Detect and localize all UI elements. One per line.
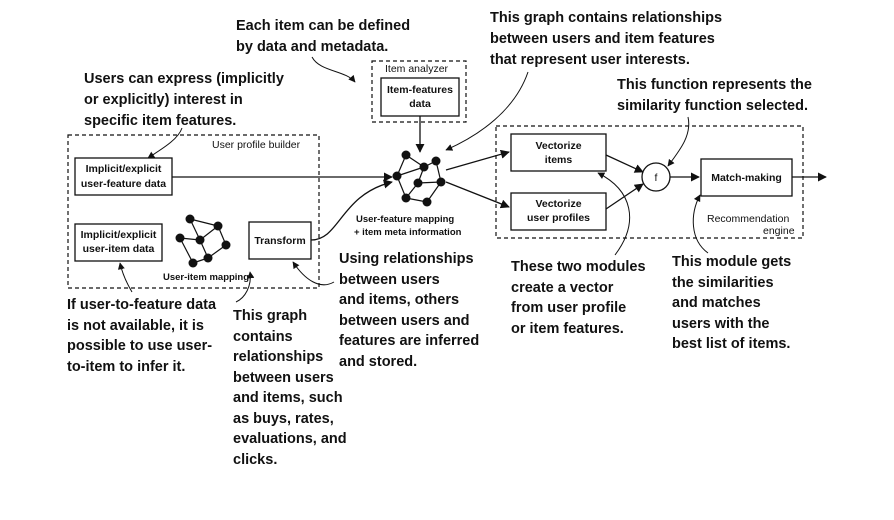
svg-text:clicks.: clicks. <box>233 452 277 468</box>
svg-text:Using relationships: Using relationships <box>339 251 474 267</box>
recommendation-engine-label-1: Recommendation <box>707 213 789 225</box>
vectorize-items-box <box>510 133 607 172</box>
arrow-vectorize-items-to-f <box>605 154 644 173</box>
transform-label: Transform <box>254 235 305 247</box>
svg-text:is not available, it is: is not available, it is <box>67 318 204 334</box>
match-making-box <box>700 158 793 197</box>
arrow-transform-to-graph <box>310 179 393 241</box>
user-feature-mapping-label-2: + item meta information <box>354 227 462 238</box>
user-item-mapping-label: User-item mapping <box>163 272 249 283</box>
callout-similarity-function <box>667 116 690 167</box>
svg-text:This module gets: This module gets <box>672 254 791 270</box>
arrow-graph-to-vectorize-items <box>445 149 510 171</box>
user-item-data-label-1: Implicit/explicit <box>81 229 157 241</box>
user-feature-data-label-1: Implicit/explicit <box>86 163 162 175</box>
svg-text:This graph contains relationsh: This graph contains relationships <box>490 10 722 26</box>
vectorize-users-label-1: Vectorize <box>535 198 581 210</box>
user-feature-data-label-2: user-feature data <box>81 178 166 190</box>
svg-text:or explicitly) interest in: or explicitly) interest in <box>84 92 243 108</box>
annotation-graph-users-features: This graph contains relationships betwee… <box>490 10 722 68</box>
svg-text:the similarities: the similarities <box>672 275 774 291</box>
annotation-users-express: Users can express (implicitly or explici… <box>84 71 284 129</box>
svg-text:between users: between users <box>339 272 440 288</box>
svg-text:Users can express (implicitly: Users can express (implicitly <box>84 71 284 87</box>
annotation-user-to-item: If user-to-feature data is not available… <box>67 297 217 375</box>
svg-text:and items, others: and items, others <box>339 292 459 308</box>
svg-text:features are inferred: features are inferred <box>339 333 479 349</box>
annotation-match-module: This module gets the similarities and ma… <box>672 254 791 352</box>
svg-text:or item features.: or item features. <box>511 321 624 337</box>
user-profile-builder-label: User profile builder <box>212 139 301 151</box>
svg-text:and matches: and matches <box>672 295 761 311</box>
svg-text:contains: contains <box>233 329 293 345</box>
user-feature-data-box <box>74 157 173 196</box>
svg-text:Each item can be defined: Each item can be defined <box>236 18 410 34</box>
vectorize-items-label-2: items <box>545 154 573 166</box>
svg-text:from user profile: from user profile <box>511 300 626 316</box>
item-analyzer-label: Item analyzer <box>385 63 449 75</box>
annotation-two-modules: These two modules create a vector from u… <box>511 259 646 337</box>
match-making-label: Match-making <box>711 172 782 184</box>
svg-text:These two modules: These two modules <box>511 259 646 275</box>
callout-user-to-item <box>117 262 133 293</box>
callout-users-express <box>147 127 183 159</box>
user-feature-mapping-label-1: User-feature mapping <box>356 214 454 225</box>
svg-text:between users and item feature: between users and item features <box>490 31 715 47</box>
vectorize-users-box <box>510 192 607 231</box>
callout-infer-relationships <box>292 261 335 286</box>
vectorize-users-label-2: user profiles <box>527 212 590 224</box>
svg-text:as buys, rates,: as buys, rates, <box>233 411 334 427</box>
svg-text:relationships: relationships <box>233 349 323 365</box>
svg-text:This graph: This graph <box>233 308 307 324</box>
user-item-data-box <box>74 223 163 262</box>
item-features-label-1: Item-features <box>387 84 453 96</box>
annotation-infer-relationships: Using relationships between users and it… <box>339 251 479 370</box>
annotation-similarity-function: This function represents the similarity … <box>617 77 812 114</box>
svg-text:to-item to infer it.: to-item to infer it. <box>67 359 185 375</box>
callout-graph-users-features <box>445 71 529 151</box>
svg-text:between users: between users <box>233 370 334 386</box>
user-profile-builder-group <box>67 134 320 289</box>
svg-text:This function represents the: This function represents the <box>617 77 812 93</box>
svg-text:evaluations, and: evaluations, and <box>233 431 347 447</box>
svg-text:and items, such: and items, such <box>233 390 343 406</box>
callout-item-defined <box>311 56 356 83</box>
transform-box <box>248 221 312 260</box>
annotation-item-defined: Each item can be defined by data and met… <box>236 18 410 55</box>
user-item-data-label-2: user-item data <box>83 243 155 255</box>
svg-text:users with the: users with the <box>672 316 770 332</box>
svg-text:similarity function selected.: similarity function selected. <box>617 98 808 114</box>
svg-text:between users and: between users and <box>339 313 470 329</box>
recommendation-engine-label-2: engine <box>763 225 795 237</box>
svg-text:that represent user interests.: that represent user interests. <box>490 52 690 68</box>
item-features-label-2: data <box>409 98 431 110</box>
similarity-function-label: f <box>655 172 658 184</box>
arrow-graph-to-vectorize-users <box>445 181 510 209</box>
svg-text:specific item features.: specific item features. <box>84 113 236 129</box>
svg-text:and stored.: and stored. <box>339 354 417 370</box>
svg-text:best list of items.: best list of items. <box>672 336 790 352</box>
svg-text:If user-to-feature data: If user-to-feature data <box>67 297 217 313</box>
callout-match-module <box>692 194 709 254</box>
user-feature-mapping-graph <box>392 150 446 207</box>
svg-text:create a vector: create a vector <box>511 280 614 296</box>
annotation-user-item-graph: This graph contains relationships betwee… <box>233 308 347 468</box>
callout-user-item-graph <box>235 271 255 303</box>
vectorize-items-label-1: Vectorize <box>535 140 581 152</box>
svg-text:by data and metadata.: by data and metadata. <box>236 39 388 55</box>
svg-text:possible to use user-: possible to use user- <box>67 338 212 354</box>
callout-two-modules <box>597 172 631 256</box>
user-item-mapping-graph <box>175 214 231 268</box>
